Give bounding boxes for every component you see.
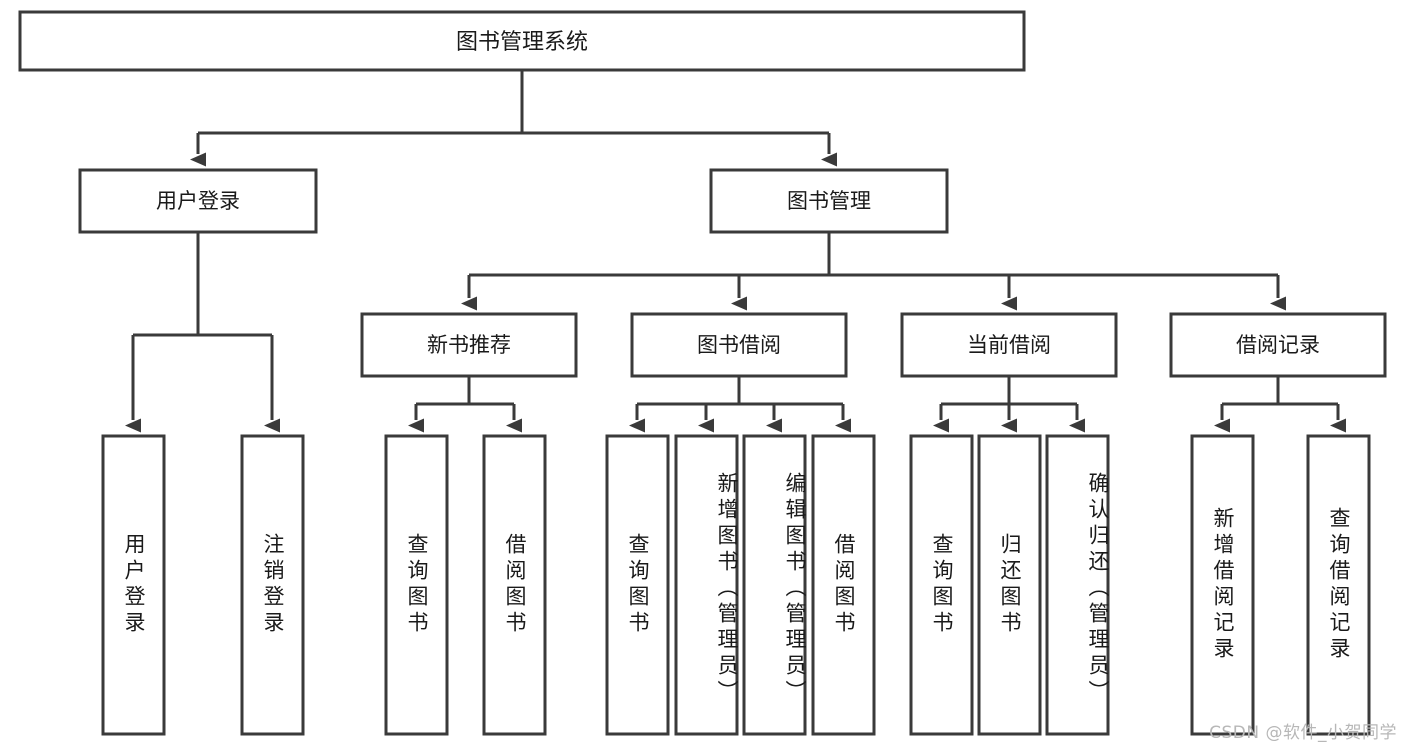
node-current-borrow[interactable]: 当前借阅 — [900, 312, 1118, 378]
leaf-box-current-borrow-0[interactable] — [909, 434, 974, 736]
leaf-box-book-borrow-2[interactable] — [742, 434, 807, 736]
leaf-box-book-borrow-3[interactable] — [811, 434, 876, 736]
leaf-box-borrow-record-1[interactable] — [1306, 434, 1371, 736]
node-root-box[interactable] — [18, 10, 1026, 72]
connector-group-borrow-record — [1214, 376, 1346, 433]
node-user-login-box[interactable] — [78, 168, 318, 234]
node-book-manage[interactable]: 图书管理 — [709, 168, 949, 234]
leaf-box-user-login-0[interactable] — [101, 434, 166, 736]
node-root-label: 图书管理系统 — [456, 30, 588, 55]
node-new-book-recommend[interactable]: 新书推荐 — [360, 312, 578, 378]
node-new-book-recommend-box[interactable] — [360, 312, 578, 378]
watermark-text: CSDN @软件_小贺同学 — [1209, 723, 1397, 743]
leaf-box-current-borrow-1[interactable] — [977, 434, 1042, 736]
leaf-box-book-borrow-0[interactable] — [605, 434, 670, 736]
node-borrow-record-label: 借阅记录 — [1236, 333, 1320, 357]
connector-group-book-borrow — [629, 376, 851, 433]
node-borrow-record-box[interactable] — [1169, 312, 1387, 378]
connector-group-current-borrow — [933, 376, 1085, 433]
leaf-box-borrow-record-0[interactable] — [1190, 434, 1255, 736]
node-borrow-record[interactable]: 借阅记录 — [1169, 312, 1387, 378]
node-book-manage-label: 图书管理 — [787, 189, 871, 213]
node-current-borrow-box[interactable] — [900, 312, 1118, 378]
node-user-login-label: 用户登录 — [156, 189, 240, 213]
connector-group-root — [190, 70, 837, 167]
leaf-box-current-borrow-2[interactable] — [1045, 434, 1110, 736]
node-current-borrow-label: 当前借阅 — [967, 333, 1051, 357]
node-user-login[interactable]: 用户登录 — [78, 168, 318, 234]
leaf-box-book-borrow-1[interactable] — [674, 434, 739, 736]
node-book-manage-box[interactable] — [709, 168, 949, 234]
connector-group-new-book — [408, 376, 522, 433]
leaf-box-new-book-1[interactable] — [482, 434, 547, 736]
node-book-borrow-label: 图书借阅 — [697, 333, 781, 357]
node-book-borrow-box[interactable] — [630, 312, 848, 378]
leaf-box-user-login-1[interactable] — [240, 434, 305, 736]
node-root[interactable]: 图书管理系统 — [18, 10, 1026, 72]
node-new-book-recommend-label: 新书推荐 — [427, 333, 511, 357]
connector-group-book-manage — [461, 232, 1286, 311]
leaf-box-new-book-0[interactable] — [384, 434, 449, 736]
connector-group-user-login — [125, 232, 280, 433]
node-book-borrow[interactable]: 图书借阅 — [630, 312, 848, 378]
